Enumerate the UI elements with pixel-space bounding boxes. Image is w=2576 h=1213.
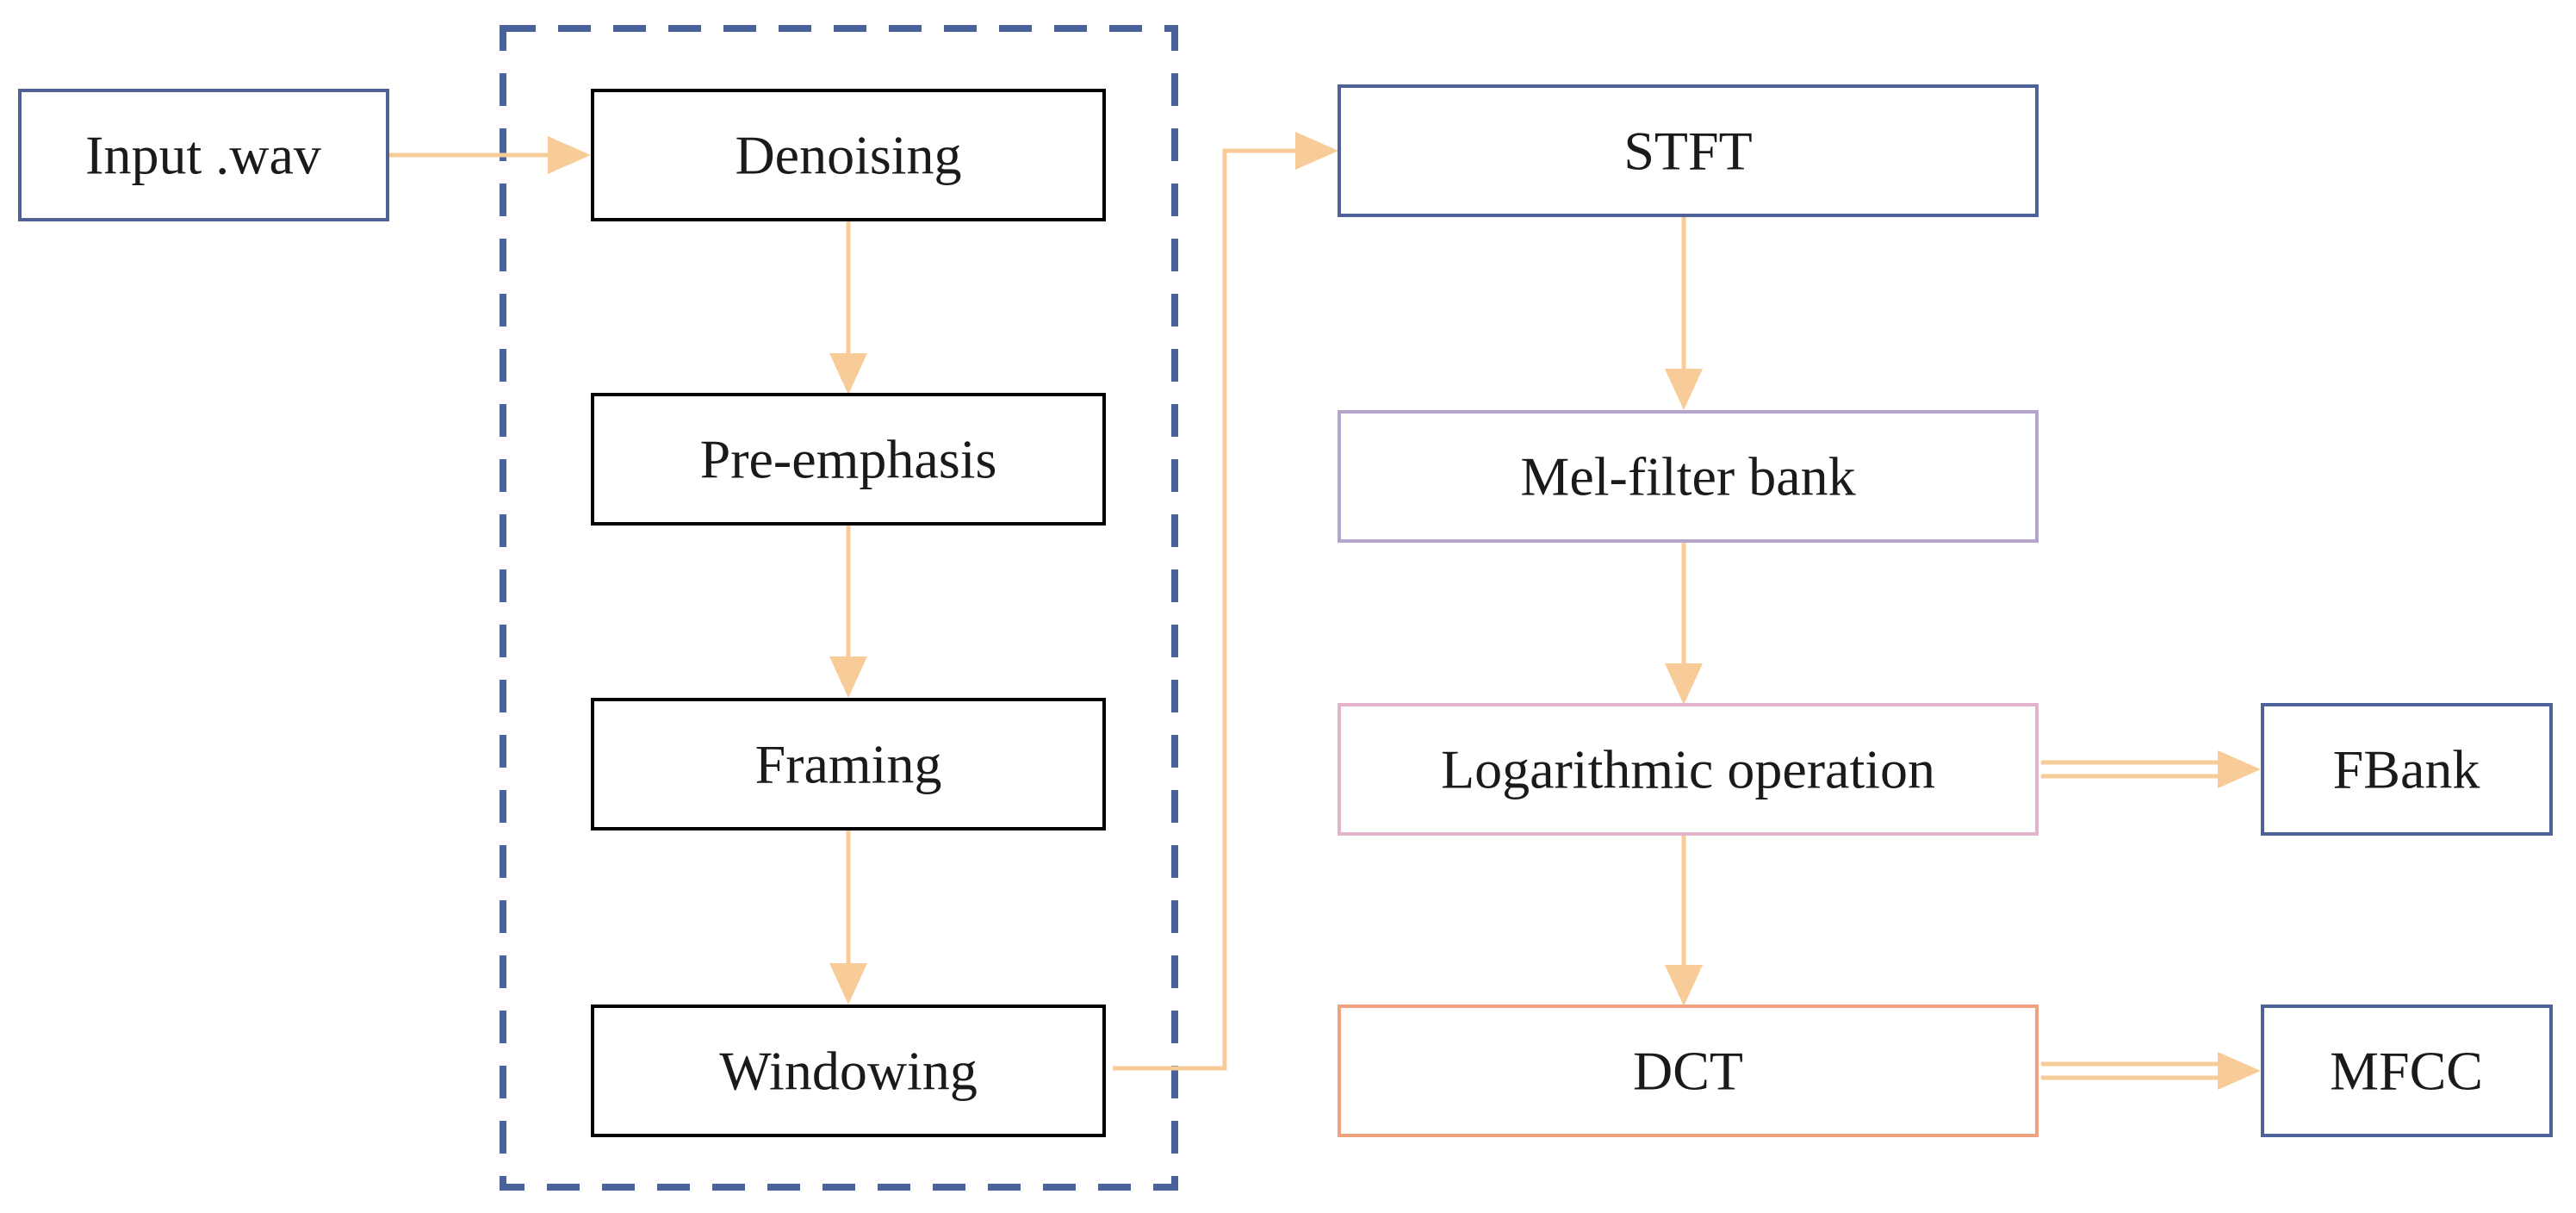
logarithmic-operation-label: Logarithmic operation <box>1441 739 1935 800</box>
dct-node: DCT <box>1338 1005 2039 1137</box>
dct-label: DCT <box>1633 1041 1743 1102</box>
mfcc-label: MFCC <box>2330 1041 2483 1102</box>
fbank-label: FBank <box>2333 739 2480 800</box>
arrowhead-framing-to-windowing <box>829 963 867 1005</box>
arrowhead-input-to-denoising <box>548 136 591 174</box>
framing-node: Framing <box>591 698 1106 830</box>
stft-node: STFT <box>1338 84 2039 217</box>
mfcc-node: MFCC <box>2261 1005 2553 1137</box>
arrowhead-windowing-to-stft <box>1295 132 1338 170</box>
preprocessing-group <box>500 25 1178 1191</box>
input-label: Input .wav <box>85 125 321 186</box>
input-node: Input .wav <box>18 89 389 221</box>
framing-label: Framing <box>755 734 942 795</box>
arrowhead-log-to-fbank <box>2218 750 2261 788</box>
mel-filter-bank-node: Mel-filter bank <box>1338 410 2039 543</box>
arrowhead-mel-to-log <box>1665 663 1703 705</box>
arrowhead-dct-to-mfcc <box>2218 1052 2261 1090</box>
denoising-node: Denoising <box>591 89 1106 221</box>
fbank-node: FBank <box>2261 703 2553 836</box>
arrowhead-log-to-dct <box>1665 965 1703 1006</box>
connectors <box>388 132 2261 1090</box>
windowing-label: Windowing <box>719 1041 978 1102</box>
stft-label: STFT <box>1623 121 1752 182</box>
mel-filter-bank-label: Mel-filter bank <box>1520 446 1855 507</box>
arrowhead-stft-to-mel <box>1665 369 1703 410</box>
windowing-node: Windowing <box>591 1005 1106 1137</box>
logarithmic-operation-node: Logarithmic operation <box>1338 703 2039 836</box>
arrowhead-denoising-to-preemphasis <box>829 353 867 395</box>
denoising-label: Denoising <box>735 125 961 186</box>
arrowhead-preemphasis-to-framing <box>829 656 867 698</box>
pre-emphasis-label: Pre-emphasis <box>700 429 997 490</box>
arrow-windowing-to-stft <box>1113 148 1295 1071</box>
pre-emphasis-node: Pre-emphasis <box>591 393 1106 526</box>
